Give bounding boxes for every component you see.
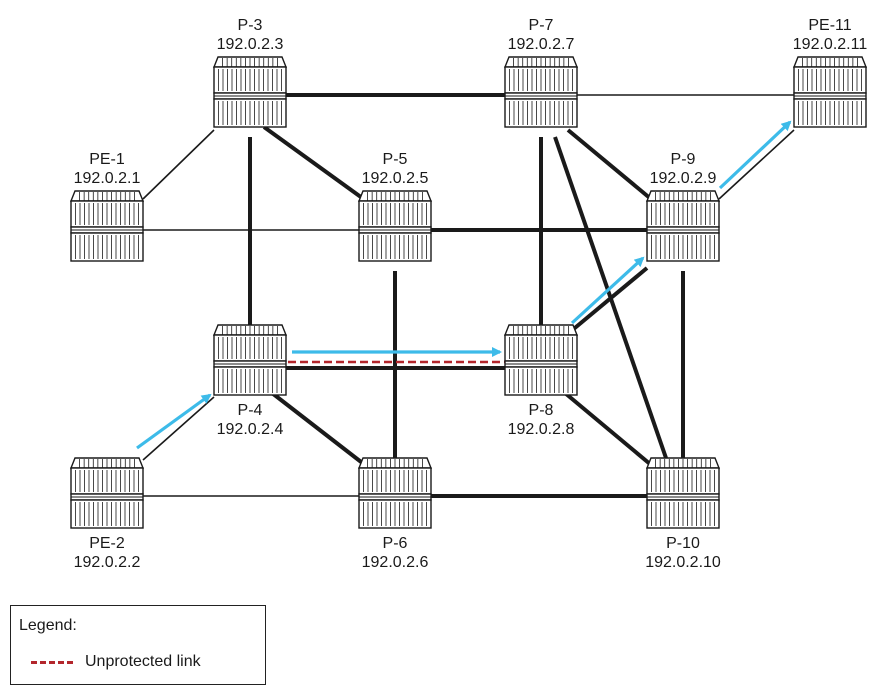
router-icon[interactable] bbox=[645, 190, 721, 262]
router-icon[interactable] bbox=[645, 457, 721, 529]
router-icon[interactable] bbox=[503, 324, 579, 396]
router-ip: 192.0.2.3 bbox=[217, 36, 284, 53]
path-arrow-p-9-pe-11 bbox=[718, 120, 792, 190]
router-label: P-6 192.0.2.6 bbox=[362, 535, 429, 571]
path-arrow-p-8-p-9 bbox=[570, 256, 645, 325]
legend-item-unprotected-link: Unprotected link bbox=[31, 653, 201, 671]
legend-title: Legend: bbox=[19, 617, 77, 634]
legend-item-label: Unprotected link bbox=[85, 653, 201, 670]
router-ip: 192.0.2.11 bbox=[793, 36, 868, 53]
router-ip: 192.0.2.1 bbox=[74, 170, 141, 187]
router-label: P-9 192.0.2.9 bbox=[650, 151, 717, 187]
router-label: PE-2 192.0.2.2 bbox=[74, 535, 141, 571]
router-icon[interactable] bbox=[69, 190, 145, 262]
router-ip: 192.0.2.6 bbox=[362, 554, 429, 571]
router-icon[interactable] bbox=[503, 56, 579, 128]
legend: Legend: Unprotected link bbox=[10, 605, 266, 685]
router-name: P-4 bbox=[238, 402, 263, 419]
router-label: P-4 192.0.2.4 bbox=[217, 402, 284, 438]
router-label: P-7 192.0.2.7 bbox=[508, 17, 575, 53]
link-p-8-p-10 bbox=[563, 391, 652, 466]
routers-layer bbox=[69, 56, 868, 529]
router-label: PE-11 192.0.2.11 bbox=[793, 17, 868, 53]
router-name: P-9 bbox=[671, 151, 696, 168]
link-p-3-p-5 bbox=[262, 125, 367, 202]
router-label: P-5 192.0.2.5 bbox=[362, 151, 429, 187]
router-ip: 192.0.2.10 bbox=[645, 554, 721, 571]
router-ip: 192.0.2.7 bbox=[508, 36, 575, 53]
router-icon[interactable] bbox=[212, 56, 288, 128]
router-name: PE-2 bbox=[89, 535, 125, 552]
link-p-9-p-8 bbox=[568, 266, 649, 334]
path-arrows-layer bbox=[136, 120, 792, 450]
router-name: P-10 bbox=[666, 535, 700, 552]
router-ip: 192.0.2.8 bbox=[508, 421, 575, 438]
router-ip: 192.0.2.9 bbox=[650, 170, 717, 187]
router-name: P-8 bbox=[529, 402, 554, 419]
router-label: P-8 192.0.2.8 bbox=[508, 402, 575, 438]
router-icon[interactable] bbox=[212, 324, 288, 396]
router-label: P-3 192.0.2.3 bbox=[217, 17, 284, 53]
link-p-9-pe-11 bbox=[718, 129, 795, 200]
router-icon[interactable] bbox=[792, 56, 868, 128]
link-p-4-pe-2 bbox=[142, 396, 215, 461]
router-name: P-6 bbox=[383, 535, 408, 552]
links-layer bbox=[142, 93, 795, 498]
router-ip: 192.0.2.2 bbox=[74, 554, 141, 571]
dashed-line-icon bbox=[31, 660, 73, 664]
router-name: P-7 bbox=[529, 17, 554, 34]
router-labels-layer: P-3192.0.2.3P-7192.0.2.7PE-11192.0.2.11P… bbox=[74, 17, 868, 571]
router-label: P-10 192.0.2.10 bbox=[645, 535, 721, 571]
router-name: PE-1 bbox=[89, 151, 125, 168]
router-name: P-3 bbox=[238, 17, 263, 34]
router-ip: 192.0.2.4 bbox=[217, 421, 284, 438]
link-p-7-p-9 bbox=[566, 128, 653, 201]
link-p-4-p-6 bbox=[270, 391, 367, 467]
router-ip: 192.0.2.5 bbox=[362, 170, 429, 187]
router-icon[interactable] bbox=[357, 190, 433, 262]
link-pe-1-p-3 bbox=[142, 129, 215, 200]
path-arrow-pe-2-p-4 bbox=[136, 393, 212, 450]
router-name: PE-11 bbox=[808, 17, 851, 34]
router-icon[interactable] bbox=[69, 457, 145, 529]
router-label: PE-1 192.0.2.1 bbox=[74, 151, 141, 187]
router-name: P-5 bbox=[383, 151, 408, 168]
router-icon[interactable] bbox=[357, 457, 433, 529]
